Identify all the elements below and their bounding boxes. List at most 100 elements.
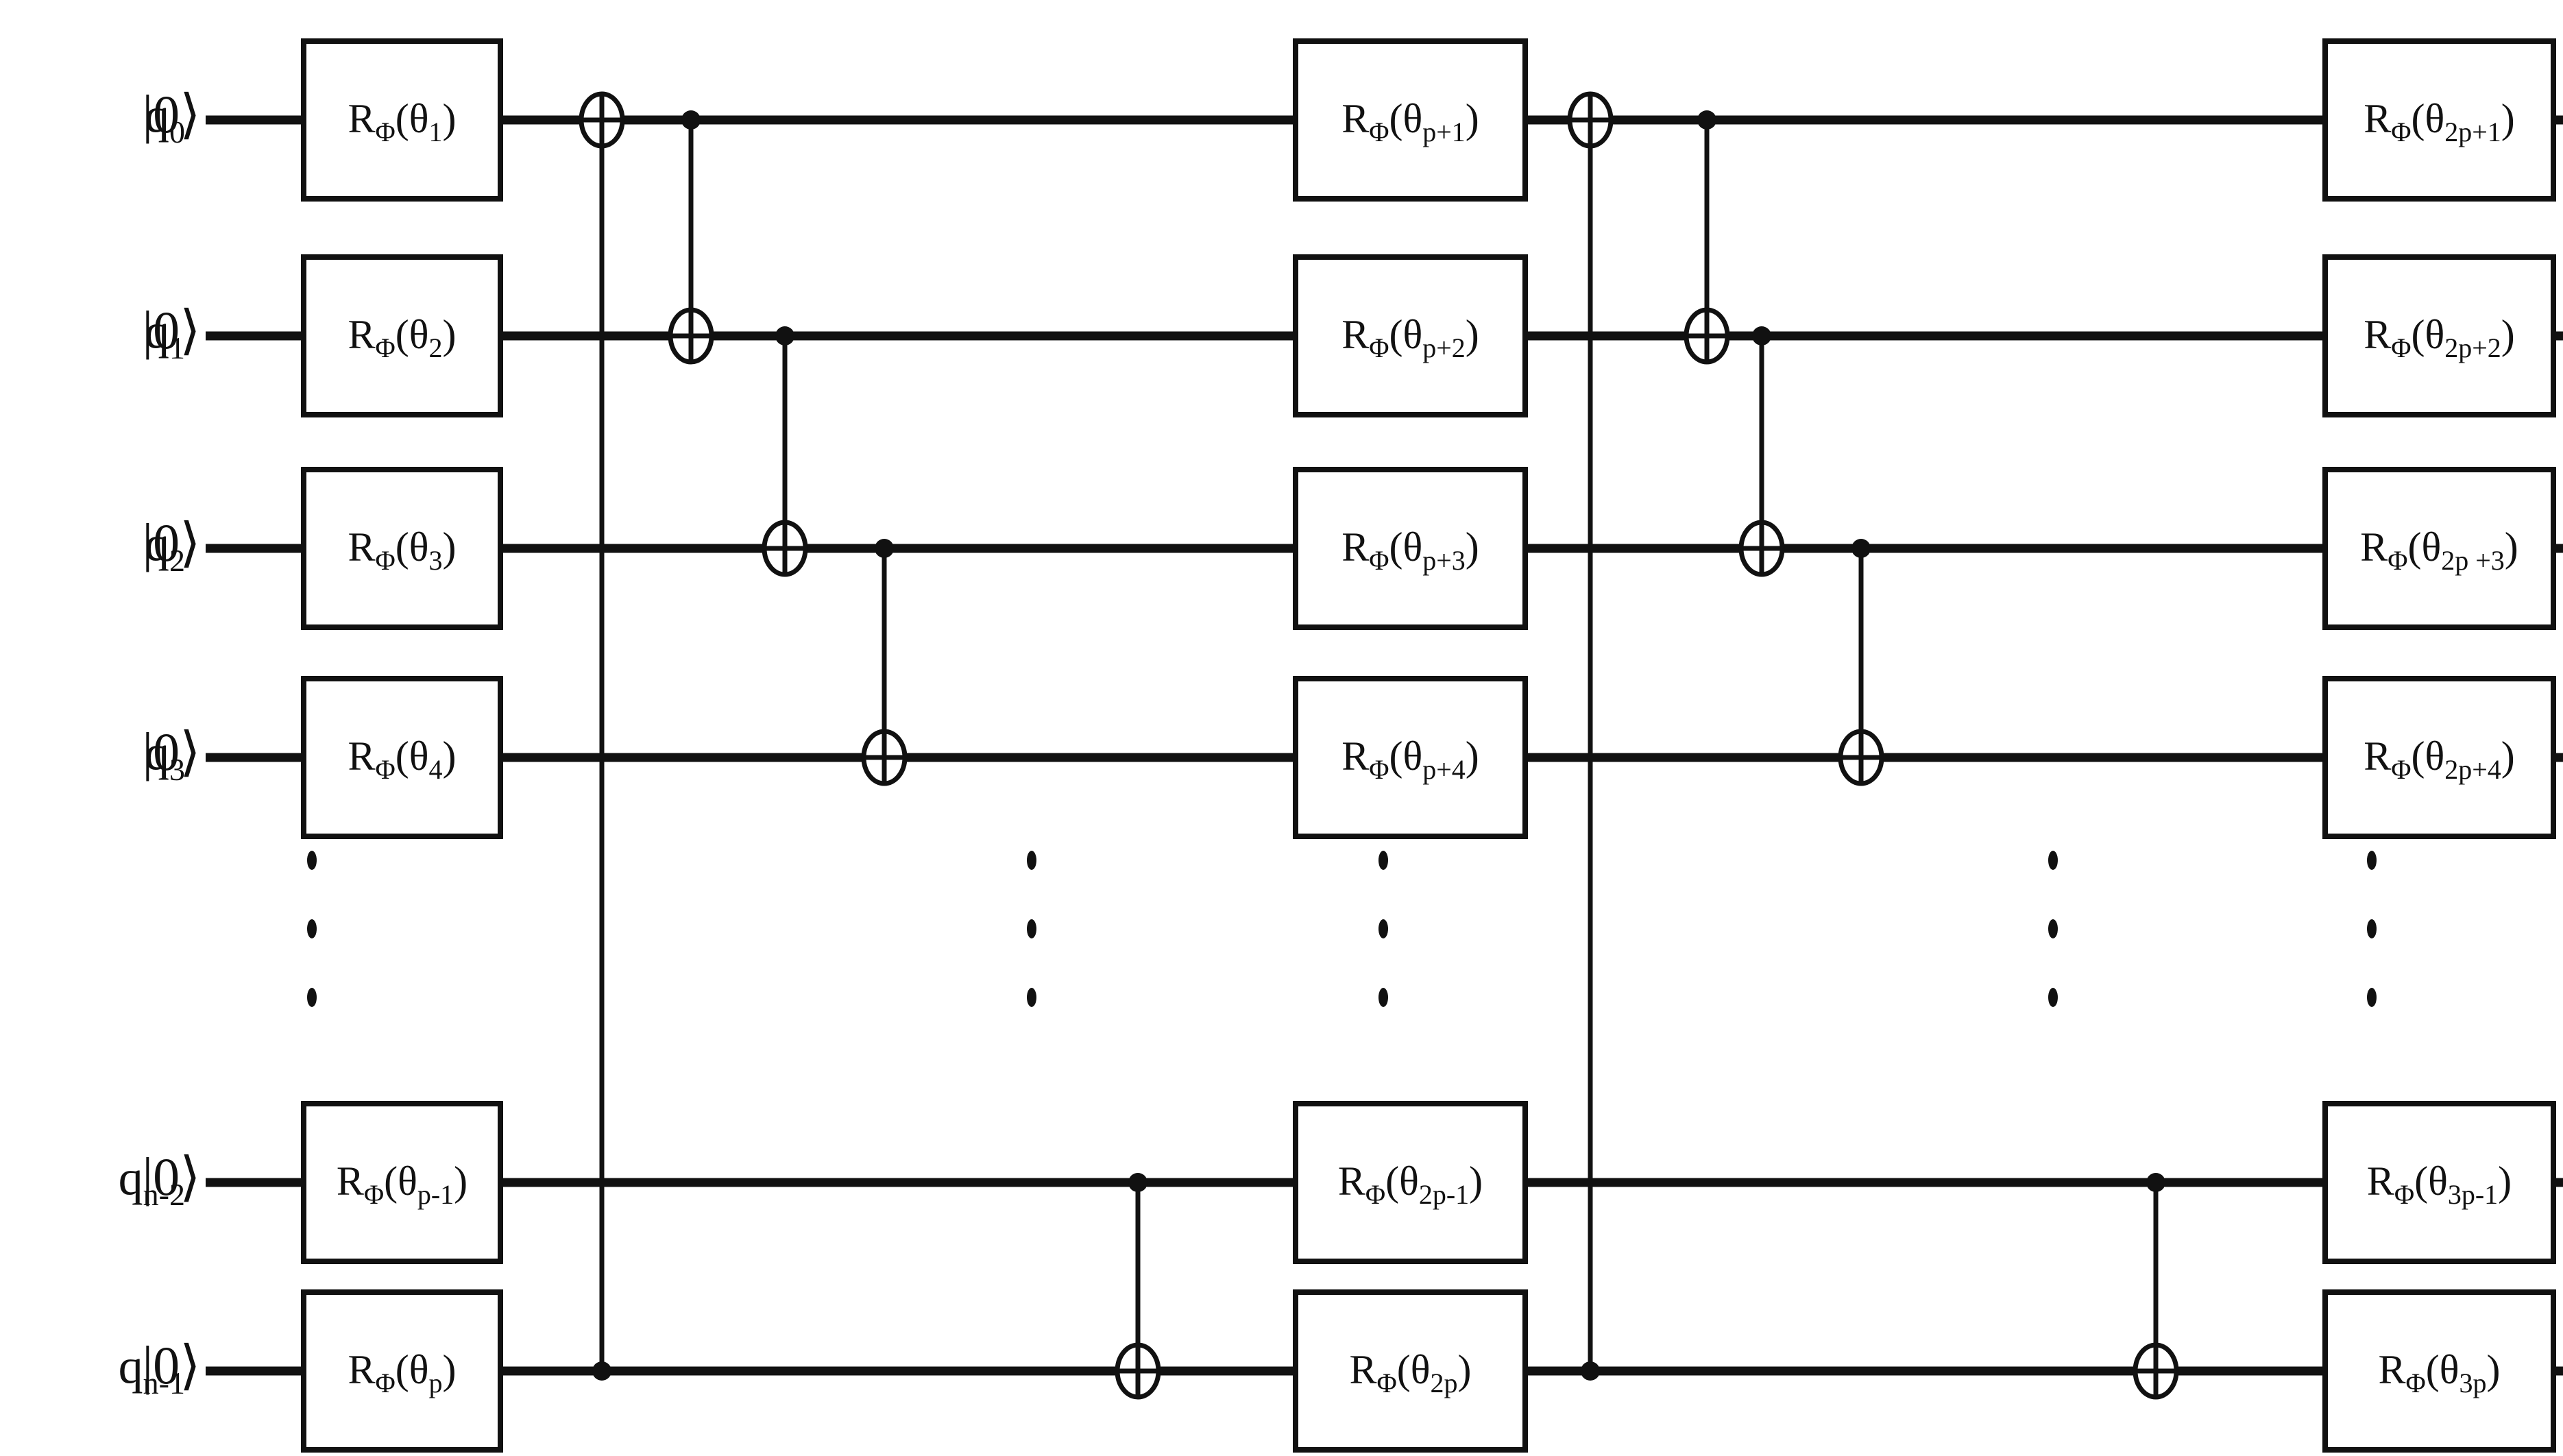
ellipsis-col-5-dot-1 xyxy=(2367,919,2377,938)
gate-box-layer-3-qn-1[interactable] xyxy=(2322,1289,2556,1453)
gate-box-layer-3-q0[interactable] xyxy=(2322,38,2556,202)
cnot-block-1-cnot-2-control-dot[interactable] xyxy=(775,326,794,345)
ellipsis-col-2-dot-0 xyxy=(1027,851,1036,870)
gate-theta-index: 3p-1 xyxy=(2448,1179,2498,1210)
cnot-block-1-cnot-3-control-dot[interactable] xyxy=(875,539,894,558)
gate-label-layer-3-qn-1: RΦ(θ3p) xyxy=(2379,1347,2501,1398)
gate-theta-index: p+1 xyxy=(1422,117,1466,147)
gate-open-paren: (θ xyxy=(2412,312,2445,357)
gate-box-layer-3-q3[interactable] xyxy=(2322,676,2556,839)
gate-theta-index: 1 xyxy=(429,117,443,147)
gate-theta-index: 4 xyxy=(429,754,443,785)
gate-box-layer-2-q0[interactable] xyxy=(1293,38,1528,202)
cnot-block-2-cnot-0-control-dot[interactable] xyxy=(1581,1361,1600,1381)
gate-basis-subscript: Φ xyxy=(376,545,396,576)
gate-theta-index: 3 xyxy=(429,545,443,576)
gate-label-layer-3-qn-2: RΦ(θ3p-1) xyxy=(2367,1158,2512,1210)
gate-box-layer-2-qn-1[interactable] xyxy=(1293,1289,1528,1453)
gate-box-layer-2-q2[interactable] xyxy=(1293,467,1528,630)
ket-zero-qn-2: |0⟩ xyxy=(142,1147,200,1206)
gate-box-layer-1-qn-1[interactable] xyxy=(301,1289,503,1453)
cnot-block-2-cnot-1-control-dot[interactable] xyxy=(1697,110,1716,130)
gate-open-paren: (θ xyxy=(2414,1158,2448,1204)
gate-open-paren: (θ xyxy=(1389,524,1423,570)
gate-symbol: R xyxy=(2364,312,2391,357)
gate-label-layer-1-q1: RΦ(θ2) xyxy=(348,312,457,363)
gate-basis-subscript: Φ xyxy=(1365,1179,1385,1210)
gate-close-paren: ) xyxy=(443,524,457,570)
gate-theta-index: p+4 xyxy=(1422,754,1466,785)
gate-box-layer-1-q0[interactable] xyxy=(301,38,503,202)
gate-symbol: R xyxy=(348,96,376,141)
gate-basis-subscript: Φ xyxy=(376,332,396,363)
qubit-index-q1: 1 xyxy=(169,330,185,365)
gate-theta-index: p xyxy=(429,1368,443,1398)
gate-theta-index: p+2 xyxy=(1422,332,1466,363)
gate-box-layer-2-qn-2[interactable] xyxy=(1293,1101,1528,1264)
gate-box-layer-3-q2[interactable] xyxy=(2322,467,2556,630)
gate-box-layer-2-q1[interactable] xyxy=(1293,254,1528,417)
gate-symbol: R xyxy=(1338,1158,1365,1204)
cnot-block-1-cnot-4-control-dot[interactable] xyxy=(1128,1173,1147,1192)
cnot-block-2-cnot-4-control-dot[interactable] xyxy=(2146,1173,2165,1192)
gate-box-layer-1-q3[interactable] xyxy=(301,676,503,839)
ellipsis-col-1-dot-2 xyxy=(307,988,317,1007)
qubit-name-q1: q xyxy=(145,304,169,359)
gate-box-layer-2-q3[interactable] xyxy=(1293,676,1528,839)
qubit-label-q0: q0 xyxy=(145,88,185,149)
gate-symbol: R xyxy=(1350,1347,1377,1392)
gate-close-paren: ) xyxy=(2501,312,2515,357)
gate-open-paren: (θ xyxy=(1389,312,1423,357)
cnot-block-2-cnot-2-control-dot[interactable] xyxy=(1752,326,1771,345)
gate-open-paren: (θ xyxy=(2408,524,2442,570)
qubit-name-qn-1: q xyxy=(119,1339,143,1394)
gate-theta-index: 2p+1 xyxy=(2444,117,2501,147)
cnot-block-1-cnot-1-control-dot[interactable] xyxy=(681,110,701,130)
gate-theta-index: p-1 xyxy=(417,1179,454,1210)
gate-open-paren: (θ xyxy=(1389,96,1423,141)
gate-close-paren: ) xyxy=(454,1158,467,1204)
gate-label-layer-2-qn-1: RΦ(θ2p) xyxy=(1350,1347,1472,1398)
qubit-labels-group: q0|0⟩q1|0⟩q2|0⟩q3|0⟩qn-2|0⟩qn-1|0⟩ xyxy=(119,84,201,1400)
gate-close-paren: ) xyxy=(1469,1158,1483,1204)
gate-close-paren: ) xyxy=(1466,524,1479,570)
gate-close-paren: ) xyxy=(443,733,457,779)
qubit-name-qn-2: q xyxy=(119,1150,143,1205)
gate-label-layer-1-qn-1: RΦ(θp) xyxy=(348,1347,457,1398)
ellipsis-col-2-dot-1 xyxy=(1027,919,1036,938)
gate-symbol: R xyxy=(2379,1347,2406,1392)
gate-basis-subscript: Φ xyxy=(2391,117,2411,147)
qubit-index-qn-2: n-2 xyxy=(143,1177,185,1212)
gate-box-layer-1-qn-2[interactable] xyxy=(301,1101,503,1264)
gate-basis-subscript: Φ xyxy=(1369,754,1389,785)
gate-label-layer-2-q0: RΦ(θp+1) xyxy=(1341,96,1479,147)
gate-theta-index: 2p +3 xyxy=(2441,545,2505,576)
gate-basis-subscript: Φ xyxy=(1369,332,1389,363)
gate-close-paren: ) xyxy=(2501,96,2515,141)
gate-basis-subscript: Φ xyxy=(376,754,396,785)
gate-symbol: R xyxy=(2360,524,2388,570)
gate-box-layer-3-q1[interactable] xyxy=(2322,254,2556,417)
gate-symbol: R xyxy=(1341,524,1369,570)
gate-box-layer-1-q2[interactable] xyxy=(301,467,503,630)
gate-symbol: R xyxy=(337,1158,364,1204)
gate-open-paren: (θ xyxy=(396,312,429,357)
gate-box-layer-3-qn-2[interactable] xyxy=(2322,1101,2556,1264)
gate-symbol: R xyxy=(348,1347,376,1392)
ellipsis-col-4-dot-0 xyxy=(2048,851,2058,870)
ellipsis-col-3-dot-1 xyxy=(1378,919,1388,938)
gate-close-paren: ) xyxy=(443,1347,457,1392)
gate-close-paren: ) xyxy=(443,96,457,141)
cnot-block-1-cnot-0-control-dot[interactable] xyxy=(592,1361,611,1381)
ellipsis-dots-group xyxy=(307,851,2377,1007)
cnot-block-2-cnot-3-control-dot[interactable] xyxy=(1851,539,1871,558)
gate-box-layer-1-q1[interactable] xyxy=(301,254,503,417)
gate-symbol: R xyxy=(1341,733,1369,779)
qubit-name-q0: q xyxy=(145,88,169,143)
gate-label-layer-2-q3: RΦ(θp+4) xyxy=(1341,733,1479,785)
gate-close-paren: ) xyxy=(1458,1347,1472,1392)
qubit-index-q2: 2 xyxy=(169,543,185,578)
gate-open-paren: (θ xyxy=(2426,1347,2459,1392)
